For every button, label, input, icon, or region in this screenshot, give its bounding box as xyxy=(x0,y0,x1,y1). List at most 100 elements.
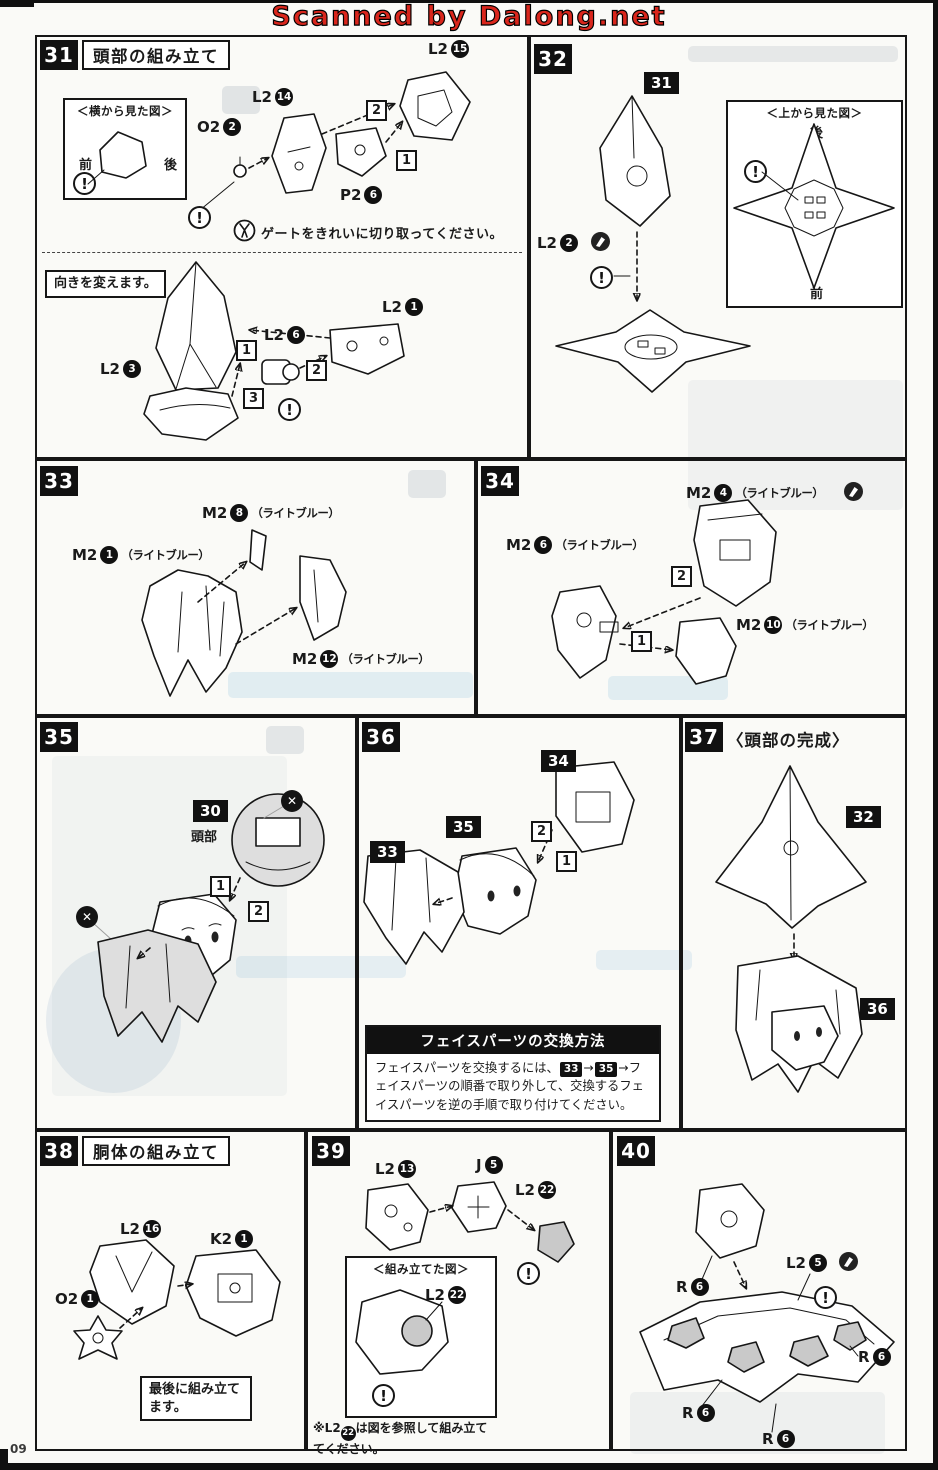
step-reference-33: 33 xyxy=(370,841,405,863)
part-number-circle: 1 xyxy=(405,298,423,316)
scan-watermark: Scanned by Dalong.net xyxy=(271,0,667,32)
step-number-32: 32 xyxy=(534,44,572,74)
step-31-title: 頭部の組み立て xyxy=(82,40,230,70)
note-text: は図を参照して組み立ててください。 xyxy=(313,1421,488,1456)
front-label: 前 xyxy=(79,158,93,173)
part-code: L2 xyxy=(382,298,402,316)
step-number-36: 36 xyxy=(362,722,400,752)
part-code: M2 xyxy=(506,536,532,554)
part-code: L2 xyxy=(100,360,120,378)
orientation-note: 向きを変えます。 xyxy=(45,270,166,298)
panel-step-31 xyxy=(35,35,529,459)
scan-edge-right xyxy=(933,0,938,1470)
part-number-circle: 4 xyxy=(714,484,733,502)
caution-icon: ! xyxy=(814,1286,837,1309)
caution-icon: ! xyxy=(278,398,301,421)
back-label: 後 xyxy=(810,126,824,141)
part-code: R xyxy=(762,1430,774,1448)
part-code: O2 xyxy=(55,1290,79,1308)
face-swap-note-body: フェイスパーツを交換するには、33→35→フェイスパーツの順番で取り外して、交換… xyxy=(367,1054,659,1120)
step-number-33: 33 xyxy=(40,466,78,496)
assemble-last-note: 最後に組み立てます。 xyxy=(140,1376,252,1422)
face-swap-note-title: フェイスパーツの交換方法 xyxy=(367,1027,659,1054)
step-reference-35: 35 xyxy=(594,1062,618,1077)
section-divider xyxy=(42,252,522,253)
part-code: P2 xyxy=(340,186,362,204)
step-number-35: 35 xyxy=(40,722,78,752)
part-code: R xyxy=(676,1278,688,1296)
part-code: L2 xyxy=(252,88,272,106)
part-code: R xyxy=(682,1404,694,1422)
assembly-order-marker: 2 xyxy=(531,821,552,842)
step-reference-label: 頭部 xyxy=(191,830,218,845)
part-number-circle: 22 xyxy=(538,1181,556,1199)
part-code: L2 xyxy=(515,1181,535,1199)
part-color-note: （ライトブルー） xyxy=(121,548,210,562)
side-view-title: ＜横から見た図＞ xyxy=(77,104,173,118)
panel-step-40 xyxy=(611,1130,907,1451)
part-number-circle: 1 xyxy=(235,1230,254,1248)
panel-step-32 xyxy=(529,35,907,459)
scan-edge-bottom xyxy=(0,1463,938,1470)
scan-edge-bottom-left xyxy=(0,1449,8,1470)
part-number-circle: 8 xyxy=(230,504,249,522)
part-code: L2 xyxy=(264,326,284,344)
panel-step-39 xyxy=(306,1130,611,1451)
front-label: 前 xyxy=(810,287,824,302)
panel-step-36 xyxy=(357,716,681,1130)
assembly-order-marker: 1 xyxy=(556,851,577,872)
bleedthrough-ghost xyxy=(408,470,446,498)
part-number-circle: 6 xyxy=(696,1404,715,1422)
caution-icon: ! xyxy=(372,1384,395,1407)
assembly-order-marker: 3 xyxy=(243,388,264,409)
assembled-view-title: ＜組み立てた図＞ xyxy=(373,1262,469,1276)
part-code: L2 xyxy=(537,234,557,252)
part-code: M2 xyxy=(736,616,762,634)
part-code: M2 xyxy=(292,650,318,668)
gate-cutting-note: ゲートをきれいに切り取ってください。 xyxy=(261,227,503,242)
step-number-40: 40 xyxy=(617,1136,655,1166)
arrow-glyph: → xyxy=(583,1061,594,1075)
step-reference-30: 30 xyxy=(193,800,228,822)
note-text: →フェイスパーツの順番で取り外して、交換するフェイスパーツを逆の手順で取り付けて… xyxy=(375,1061,644,1112)
step-number-34: 34 xyxy=(481,466,519,496)
part-number-circle: 14 xyxy=(275,88,293,106)
panel-step-35 xyxy=(35,716,357,1130)
panel-step-37 xyxy=(681,716,907,1130)
assembly-order-marker: 1 xyxy=(210,876,231,897)
part-code: K2 xyxy=(210,1230,233,1248)
part-number-circle: 15 xyxy=(451,40,469,58)
part-number-circle: 3 xyxy=(123,360,141,378)
back-label: 後 xyxy=(163,158,177,173)
note-text: ※L2 xyxy=(313,1421,341,1435)
part-code: J xyxy=(476,1156,482,1174)
note-text: フェイスパーツを交換するには、 xyxy=(375,1061,559,1075)
part-number-circle: 2 xyxy=(223,118,242,136)
assembly-order-marker: 2 xyxy=(248,901,269,922)
part-number-circle: 1 xyxy=(100,546,119,564)
part-color-note: （ライトブルー） xyxy=(785,618,874,632)
assembly-order-marker: 1 xyxy=(631,631,652,652)
part-number-circle: 6 xyxy=(534,536,553,554)
part-number-circle: 6 xyxy=(690,1278,709,1296)
step-reference-33: 33 xyxy=(559,1062,583,1077)
panel-step-33 xyxy=(35,459,476,716)
part-color-note: （ライトブルー） xyxy=(555,538,644,552)
step-reference-36: 36 xyxy=(860,998,895,1020)
